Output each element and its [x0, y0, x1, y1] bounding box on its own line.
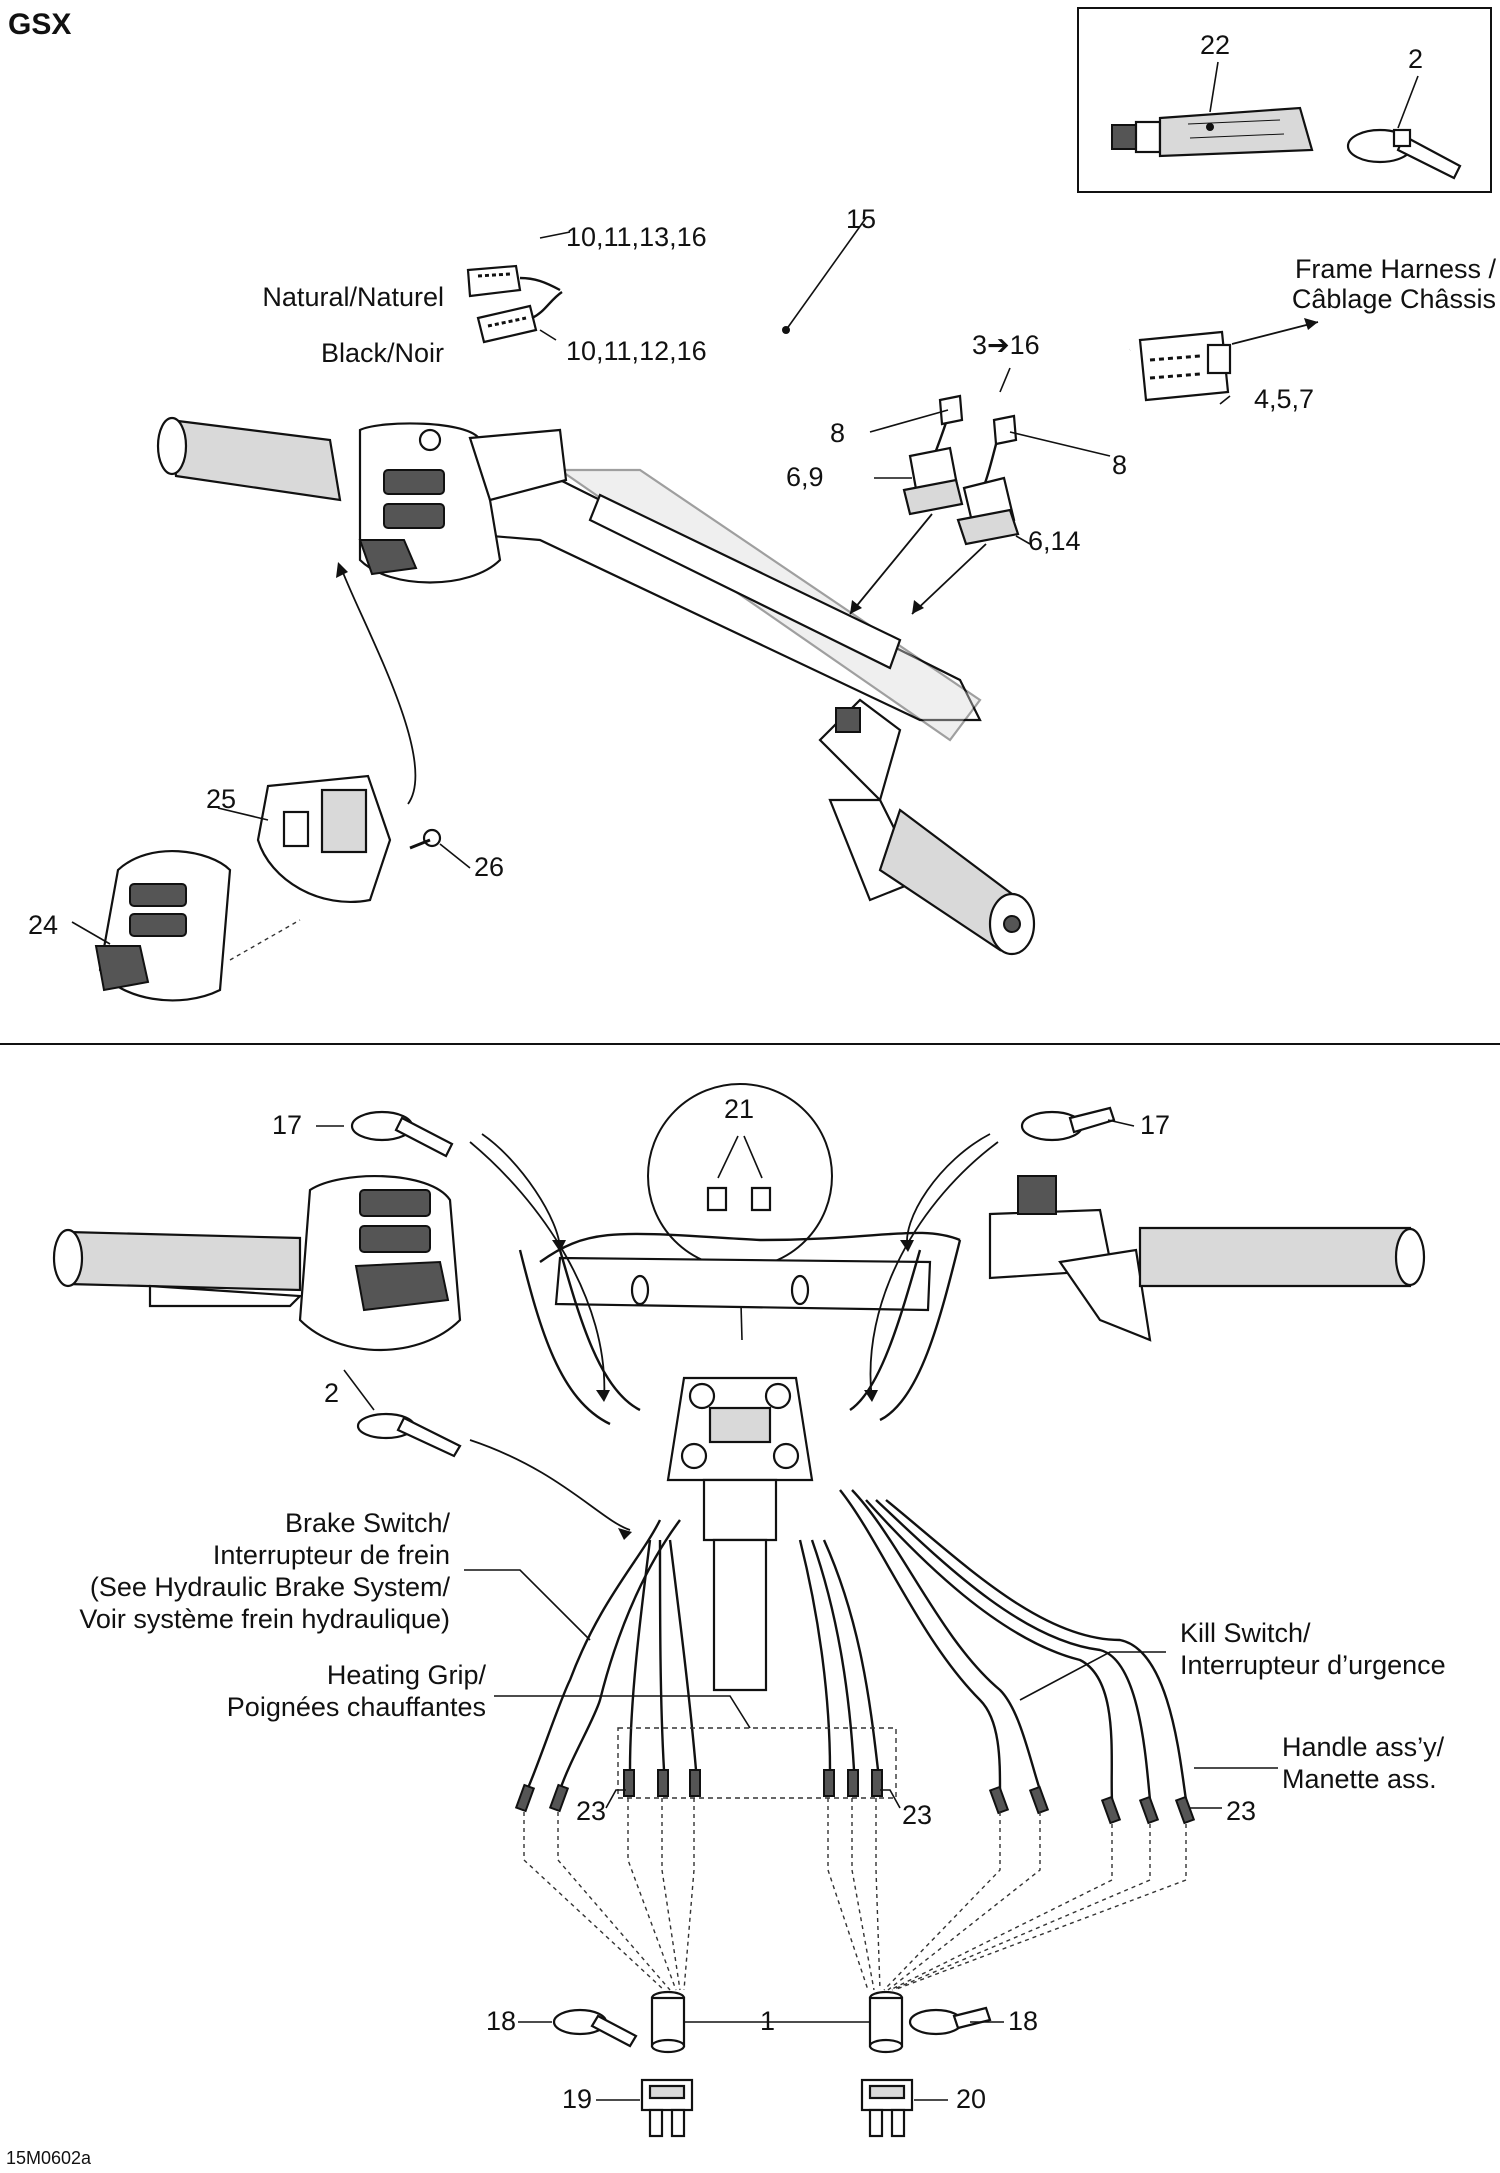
connector-black — [476, 304, 538, 344]
callout-21: 21 — [724, 1094, 754, 1124]
inset-box: 22 2 — [1077, 7, 1492, 193]
callout-2-inset: 2 — [1408, 44, 1423, 74]
label-frame-harness-2: Câblage Châssis — [1292, 284, 1496, 314]
grease-tube-icon — [1111, 106, 1314, 158]
switch-module-24 — [94, 850, 232, 1002]
terminals — [514, 1769, 1196, 1825]
lower-left-grip — [52, 1174, 462, 1352]
upper-assembly: 10,11,13,16 Natural/Naturel Black/Noir 1… — [28, 204, 1497, 1002]
callout-4-5-7: 4,5,7 — [1254, 384, 1314, 414]
callout-3-16: 3➔16 — [972, 330, 1040, 360]
routing-lines — [523, 1798, 1187, 1991]
callout-10-11-12-16: 10,11,12,16 — [566, 336, 707, 366]
callout-8b: 8 — [1112, 450, 1127, 480]
cable-tie-icon — [1346, 128, 1462, 180]
tie-wrap-17-right — [1020, 1106, 1116, 1142]
callout-23-right: 23 — [1226, 1796, 1256, 1826]
heating-grip-box — [617, 1727, 897, 1799]
switch-housing-25 — [256, 774, 392, 903]
lower-right-grip — [988, 1175, 1426, 1342]
callout-26: 26 — [474, 852, 504, 882]
stem-clamp — [666, 1376, 814, 1692]
upper-left-grip — [156, 416, 342, 502]
label-brake-3: (See Hydraulic Brake System/ — [90, 1572, 451, 1602]
connector-natural — [466, 264, 522, 298]
model-title: GSX — [8, 8, 71, 41]
callout-15: 15 — [846, 204, 876, 234]
screw-26 — [409, 828, 442, 850]
tie-wrap-2-lower — [356, 1412, 462, 1458]
callout-2-lower: 2 — [324, 1378, 339, 1408]
callout-25: 25 — [206, 784, 236, 814]
callout-23-mid: 23 — [902, 1800, 932, 1830]
callout-18-left: 18 — [486, 2006, 516, 2036]
label-heating-1: Heating Grip/ — [327, 1660, 487, 1690]
sleeve-left — [650, 1990, 686, 2054]
connector-19 — [640, 2078, 694, 2138]
label-kill-2: Interrupteur d’urgence — [1180, 1650, 1446, 1680]
callout-18-right: 18 — [1008, 2006, 1038, 2036]
label-kill-1: Kill Switch/ — [1180, 1618, 1311, 1648]
label-brake-4: Voir système frein hydraulique) — [79, 1604, 450, 1634]
plug-6-14 — [956, 429, 1020, 546]
tie-wrap-18-right — [908, 2006, 992, 2036]
callout-6-9: 6,9 — [786, 462, 824, 492]
figure-code: 15M0602a — [6, 2148, 92, 2168]
callout-23-left: 23 — [576, 1796, 606, 1826]
label-black: Black/Noir — [321, 338, 444, 368]
tie-wrap-17-left — [350, 1110, 454, 1158]
label-frame-harness-1: Frame Harness / — [1295, 254, 1497, 284]
label-natural: Natural/Naturel — [262, 282, 444, 312]
callout-20: 20 — [956, 2084, 986, 2114]
label-handle-2: Manette ass. — [1282, 1764, 1437, 1794]
frame-harness-connector — [1138, 330, 1232, 402]
callout-10-11-13-16: 10,11,13,16 — [566, 222, 707, 252]
lower-assembly: 21 17 17 2 Brake Switch/ Interrupteur de… — [52, 1083, 1446, 2138]
upper-right-grip — [818, 698, 1036, 956]
upper-left-switch-housing — [358, 422, 568, 584]
callout-24: 24 — [28, 910, 58, 940]
callout-22: 22 — [1200, 30, 1230, 60]
callout-17-right: 17 — [1140, 1110, 1170, 1140]
label-brake-2: Interrupteur de frein — [213, 1540, 450, 1570]
label-brake-1: Brake Switch/ — [285, 1508, 451, 1538]
label-handle-1: Handle ass’y/ — [1282, 1732, 1445, 1762]
sleeve-right — [868, 1990, 904, 2054]
connector-20 — [860, 2078, 914, 2138]
callout-1: 1 — [760, 2006, 775, 2036]
callout-6-14: 6,14 — [1028, 526, 1081, 556]
callout-19: 19 — [562, 2084, 592, 2114]
label-heating-2: Poignées chauffantes — [227, 1692, 486, 1722]
callout-8a: 8 — [830, 418, 845, 448]
plug-6-9 — [902, 409, 964, 516]
callout-17-left: 17 — [272, 1110, 302, 1140]
tie-wrap-18-left — [552, 2008, 638, 2048]
